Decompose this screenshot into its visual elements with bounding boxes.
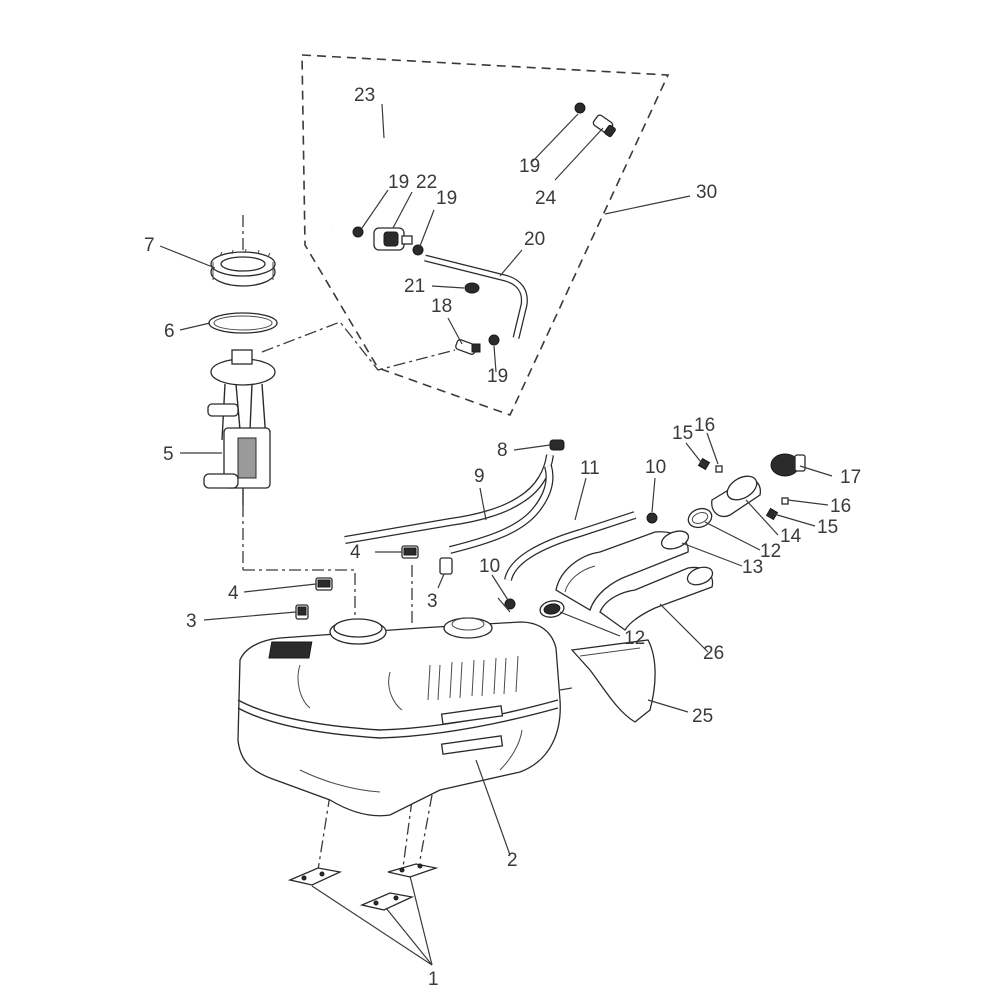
- fuel-pump-5: [203, 349, 276, 505]
- filler-hose-26: [599, 566, 714, 631]
- callout-21: 21: [404, 276, 425, 297]
- heat-shield-25: [570, 639, 656, 723]
- callout-11: 11: [580, 458, 600, 479]
- callout-24: 24: [535, 188, 557, 209]
- callout-30: 30: [696, 182, 717, 203]
- callout-10: 10: [479, 556, 500, 577]
- callout-5: 5: [163, 444, 174, 465]
- callout-9: 9: [474, 466, 485, 487]
- callout-8: 8: [497, 440, 508, 461]
- filler-hose-13: [555, 530, 690, 611]
- callout-4: 4: [228, 583, 239, 604]
- callout-14: 14: [780, 526, 802, 547]
- hose-9: [344, 454, 554, 554]
- clamp-10: [504, 512, 658, 610]
- fuel-cap-17: [770, 453, 806, 477]
- bracket-4-upper: [401, 545, 419, 559]
- callout-22: 22: [416, 172, 437, 193]
- seal-6: [208, 312, 278, 334]
- callout-25: 25: [692, 706, 713, 727]
- callout-16: 16: [694, 415, 715, 436]
- callout-12: 12: [624, 628, 645, 649]
- callout-18: 18: [431, 296, 452, 317]
- callout-19: 19: [519, 156, 540, 177]
- filler-neck-14: [711, 475, 761, 518]
- callout-7: 7: [144, 235, 155, 256]
- assembly-30-boundary: [301, 54, 670, 416]
- shield-alignment: [559, 687, 573, 691]
- callout-6: 6: [164, 321, 175, 342]
- callout-3: 3: [186, 611, 197, 632]
- screws-15-16: [697, 457, 789, 521]
- callout-15: 15: [672, 423, 693, 444]
- callout-4: 4: [350, 542, 361, 563]
- callout-labels: 1 2 3 3 4 4 5 6 7 8 9 10 10 11 12 12 13 …: [144, 85, 861, 990]
- hose-11: [504, 511, 637, 582]
- callout-23: 23: [354, 85, 375, 106]
- callout-20: 20: [524, 229, 545, 250]
- callout-19: 19: [487, 366, 508, 387]
- fitting-18: [455, 339, 481, 355]
- fuel-tank-2: [237, 617, 561, 817]
- callout-19: 19: [388, 172, 409, 193]
- clamp-12: [539, 507, 713, 618]
- clamp-8: [549, 439, 565, 451]
- bracket-4-lower: [315, 577, 333, 591]
- callout-13: 13: [742, 557, 763, 578]
- valve-22: [373, 227, 413, 251]
- bracket-3-lower: [295, 604, 309, 620]
- leader-lines: [159, 103, 833, 966]
- callout-12: 12: [760, 541, 781, 562]
- connector-24: [592, 114, 616, 138]
- callout-3: 3: [427, 591, 438, 612]
- callout-19: 19: [436, 188, 457, 209]
- callout-10: 10: [645, 457, 666, 478]
- vent-hose-23: [328, 91, 580, 229]
- lock-ring-7: [210, 248, 276, 287]
- bracket-3-upper: [439, 557, 453, 575]
- pads-1: [287, 863, 439, 911]
- callout-26: 26: [703, 643, 724, 664]
- alignment-lines: [242, 215, 456, 876]
- grommet-21: [464, 282, 480, 294]
- callout-17: 17: [840, 467, 861, 488]
- clamp-19-upper: [352, 102, 586, 346]
- callout-15: 15: [817, 517, 838, 538]
- callout-2: 2: [507, 850, 518, 871]
- vent-hose-20: [424, 254, 528, 339]
- callout-16: 16: [830, 496, 851, 517]
- callout-1: 1: [428, 969, 439, 990]
